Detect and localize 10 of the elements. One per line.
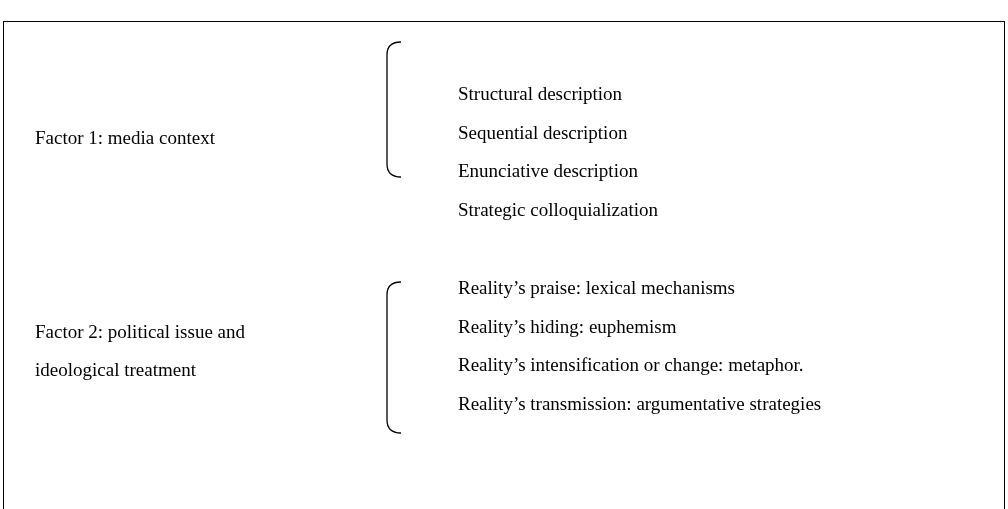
factor-label: Factor 2: political issue and ideological treatment [35, 313, 250, 389]
list-item: Strategic colloquialization [458, 197, 658, 222]
list-item: Structural description [458, 82, 623, 106]
factor-label: Factor 1: media context [35, 119, 295, 157]
list-item: Sequential description [458, 120, 628, 145]
list-item: Reality’s praise: lexical mechanisms [458, 276, 735, 300]
list-item: Reality’s transmission: argumentative strategies [458, 391, 822, 416]
list-item: Reality’s intensification or change: metaphor. [458, 353, 804, 377]
list-item: Enunciative description [458, 159, 638, 183]
list-item: Reality’s hiding: euphemism [458, 314, 677, 339]
